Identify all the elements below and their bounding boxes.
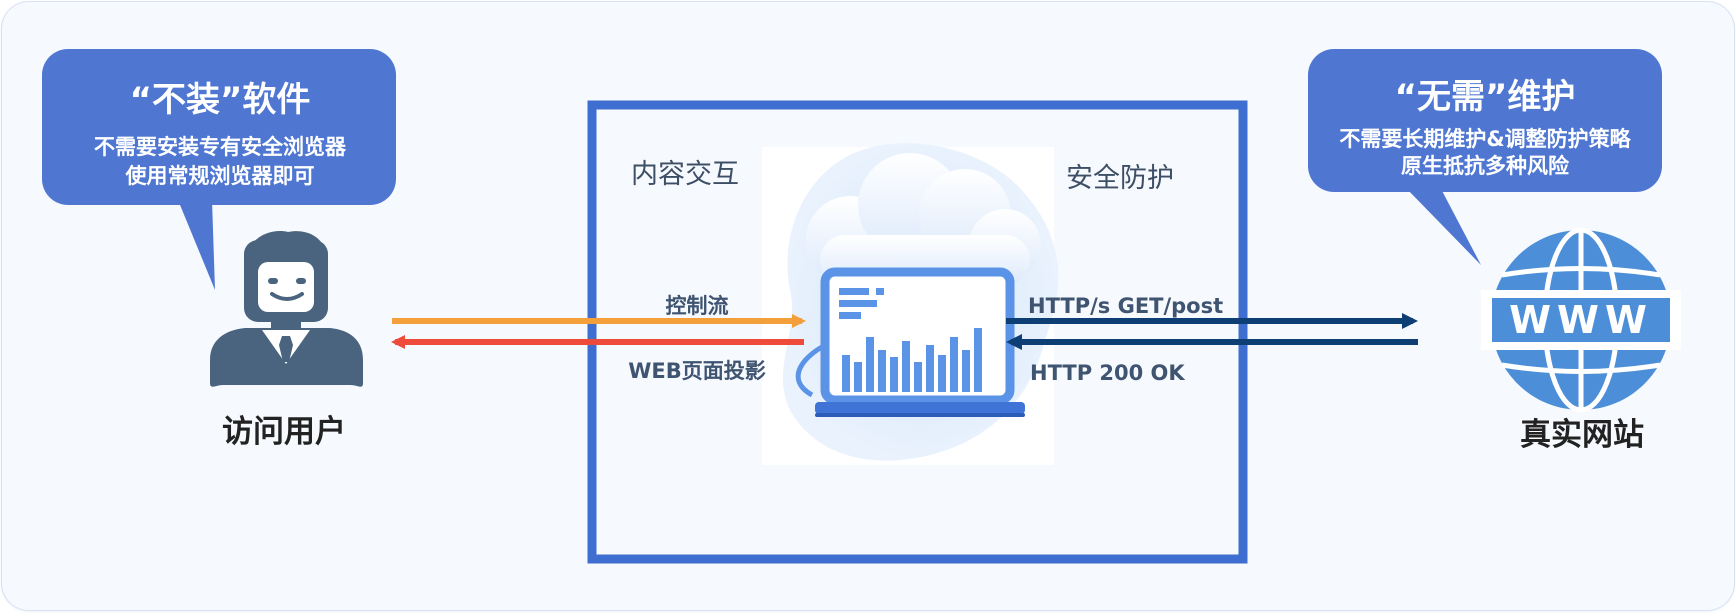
security-protection-label: 安全防护 bbox=[1066, 163, 1174, 194]
left-bubble-line1: 不需要安装专有安全浏览器 bbox=[94, 135, 347, 159]
right-bubble-line1: 不需要长期维护&调整防护策略 bbox=[1339, 127, 1631, 151]
web-projection-label: WEB页面投影 bbox=[628, 359, 766, 383]
left-bubble-line2: 使用常规浏览器即可 bbox=[125, 164, 315, 188]
http-request-label: HTTP/s GET/post bbox=[1028, 294, 1223, 318]
control-flow-label: 控制流 bbox=[666, 294, 729, 318]
cloud-dashboard-icon bbox=[762, 143, 1059, 465]
www-globe-icon: WWW bbox=[1481, 227, 1681, 413]
right-bubble-line2: 原生抵抗多种风险 bbox=[1401, 154, 1570, 178]
right-bubble-title: “无需”维护 bbox=[1395, 77, 1576, 117]
content-interaction-label: 内容交互 bbox=[631, 159, 739, 190]
real-website-label: 真实网站 bbox=[1520, 417, 1644, 453]
visitor-label: 访问用户 bbox=[222, 414, 346, 450]
security-proxy-box bbox=[587, 100, 1248, 564]
www-text: WWW bbox=[1509, 298, 1653, 342]
http-response-label: HTTP 200 OK bbox=[1030, 361, 1185, 385]
left-speech-bubble: “不装”软件 不需要安装专有安全浏览器 使用常规浏览器即可 bbox=[42, 49, 396, 290]
right-speech-bubble: “无需”维护 不需要长期维护&调整防护策略 原生抵抗多种风险 bbox=[1308, 49, 1662, 265]
user-avatar-icon bbox=[210, 231, 363, 387]
left-bubble-title: “不装”软件 bbox=[130, 80, 311, 120]
